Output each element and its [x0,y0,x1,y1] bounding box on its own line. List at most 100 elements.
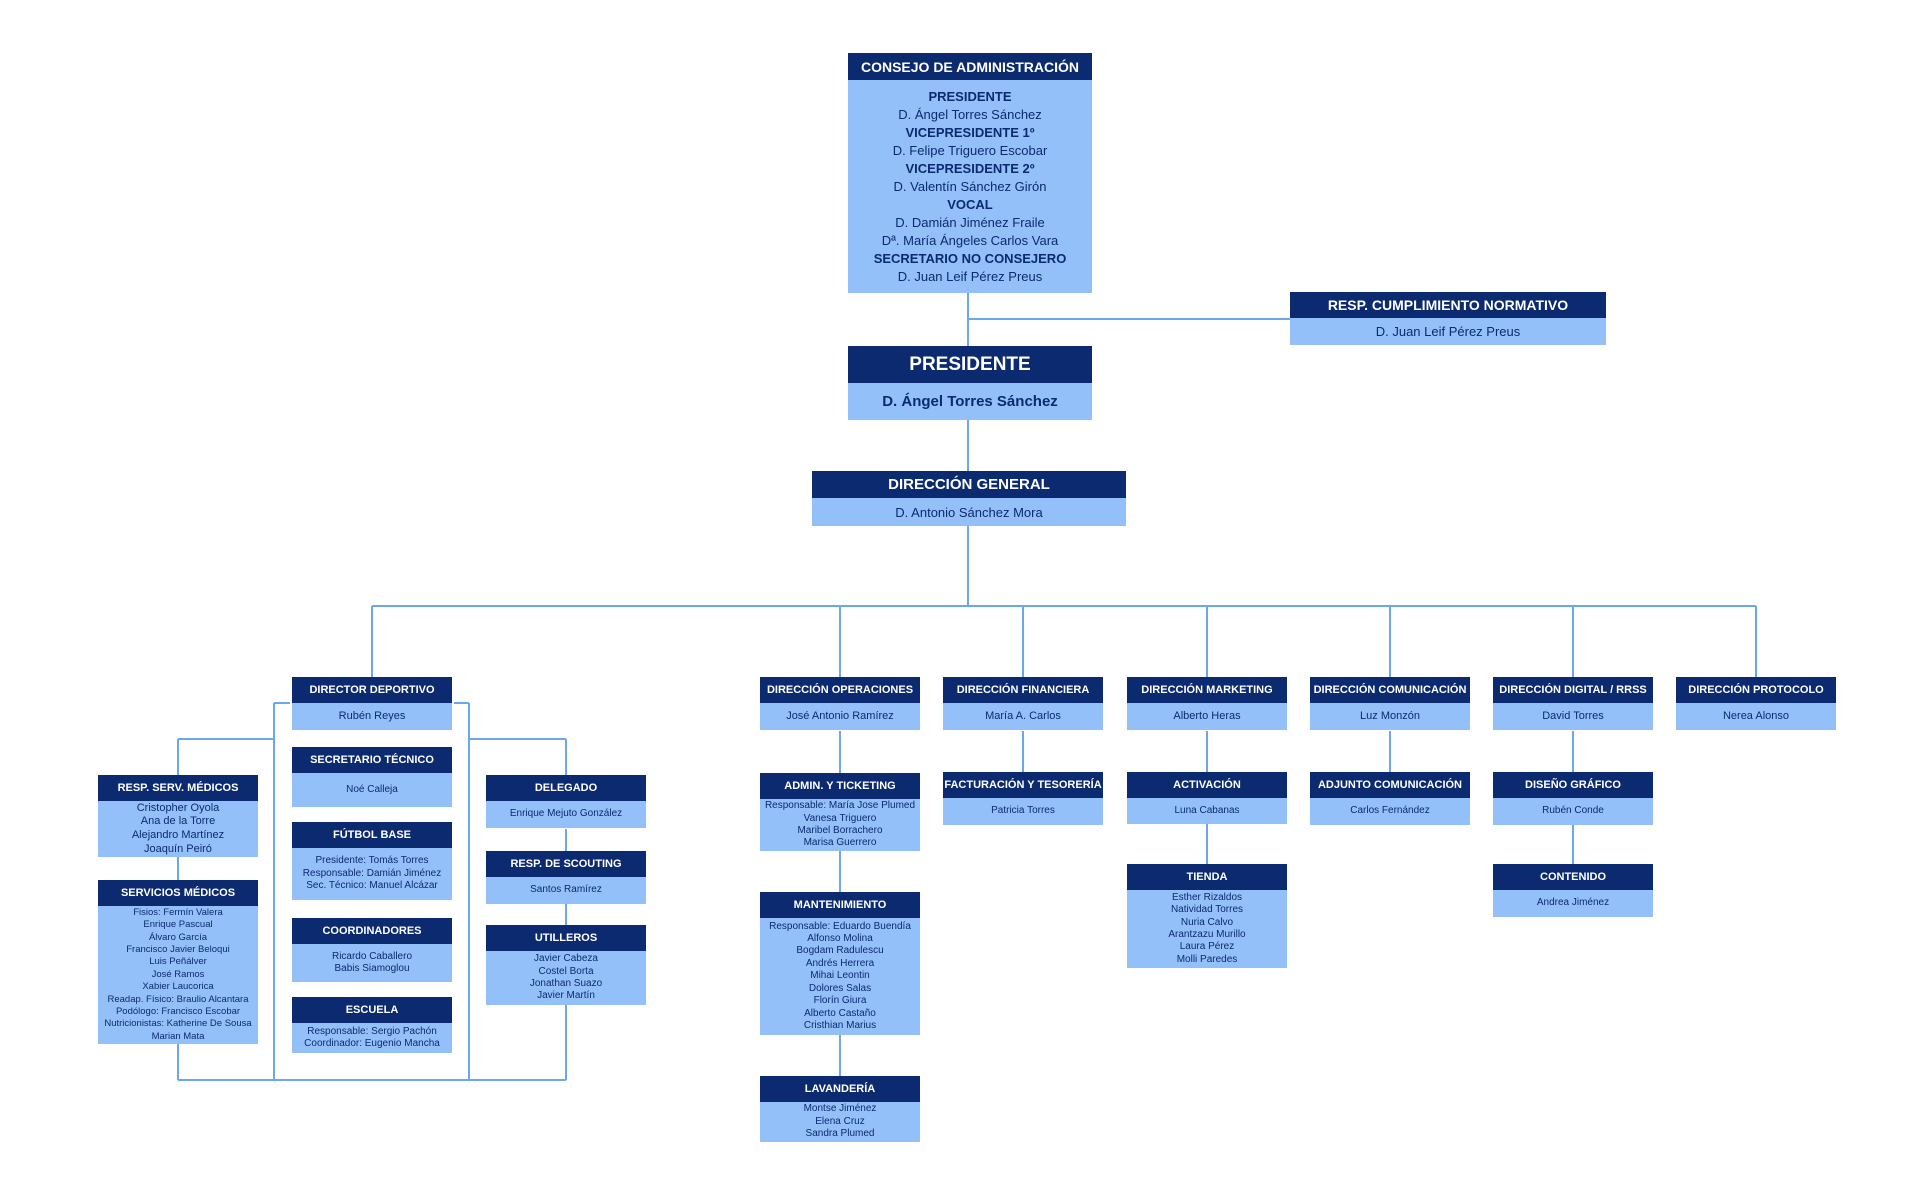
person-name: Xabier Laucorica [142,981,214,993]
direccion-general-title: DIRECCIÓN GENERAL [812,471,1126,498]
activacion-box: ACTIVACIÓN Luna Cabanas [1127,772,1287,824]
person-name: Marian Mata [151,1030,205,1042]
consejo-box: CONSEJO DE ADMINISTRACIÓN PRESIDENTE D. … [848,53,1092,293]
person-name: Sec. Técnico: Manuel Alcázar [306,880,438,892]
presidente-title: PRESIDENTE [848,346,1092,383]
scouting-box: RESP. DE SCOUTING Santos Ramírez [486,851,646,904]
box-title: SECRETARIO TÉCNICO [292,747,452,773]
box-body: Responsable: María Jose Plumed Vanesa Tr… [760,799,920,851]
escuela-box: ESCUELA Responsable: Sergio Pachón Coord… [292,997,452,1053]
person-name: María A. Carlos [985,710,1061,723]
person-name: Molli Paredes [1176,953,1238,965]
box-body: Luna Cabanas [1127,798,1287,824]
person-name: Andrés Herrera [805,957,875,969]
director-deportivo-box: DIRECTOR DEPORTIVO Rubén Reyes [292,677,452,730]
cumplimiento-box: RESP. CUMPLIMIENTO NORMATIVO D. Juan Lei… [1290,292,1606,345]
box-title: DIRECCIÓN MARKETING [1127,677,1287,703]
person-name: Presidente: Tomás Torres [315,855,429,867]
presidente-name-cell: D. Ángel Torres Sánchez [848,383,1092,420]
box-title: SERVICIOS MÉDICOS [98,880,258,906]
consejo-members: PRESIDENTE D. Ángel Torres Sánchez VICEP… [848,80,1092,293]
person-name: Vanesa Triguero [803,812,877,824]
presidente-name: D. Ángel Torres Sánchez [882,393,1058,410]
box-title: UTILLEROS [486,925,646,951]
person-name: Cristopher Oyola [136,801,220,814]
cumplimiento-name: D. Juan Leif Pérez Preus [1290,318,1606,345]
person-name: Responsable: Damián Jiménez [302,867,442,879]
box-title: DELEGADO [486,775,646,801]
direccion-general-name: D. Antonio Sánchez Mora [895,504,1043,520]
consejo-role: VICEPRESIDENTE 2º [905,160,1035,176]
box-body: Cristopher Oyola Ana de la Torre Alejand… [98,801,258,857]
consejo-name: D. Ángel Torres Sánchez [898,106,1042,122]
person-name: Montse Jiménez [803,1103,877,1115]
person-name: José Ramos [151,968,205,980]
person-name: Sandra Plumed [805,1128,875,1140]
person-name: Enrique Mejuto González [509,808,623,820]
person-name: Maribel Borrachero [797,825,883,836]
futbol-base-box: FÚTBOL BASE Presidente: Tomás Torres Res… [292,822,452,900]
box-body: Enrique Mejuto González [486,801,646,828]
consejo-role: PRESIDENTE [928,88,1012,104]
person-name: Laura Pérez [1179,941,1235,953]
person-name: Álvaro García [148,931,208,943]
box-body: Carlos Fernández [1310,798,1470,825]
box-title: DIRECCIÓN FINANCIERA [943,677,1103,703]
mantenimiento-box: MANTENIMIENTO Responsable: Eduardo Buend… [760,892,920,1035]
box-body: Andrea Jiménez [1493,890,1653,917]
consejo-role: VICEPRESIDENTE 1º [905,124,1035,140]
person-name: Bogdam Radulescu [796,945,884,957]
person-name: Responsable: Sergio Pachón [307,1025,437,1037]
box-title: CONTENIDO [1493,864,1653,890]
box-title: ADMIN. Y TICKETING [760,773,920,799]
box-title: ACTIVACIÓN [1127,772,1287,798]
direccion-protocolo-box: DIRECCIÓN PROTOCOLO Nerea Alonso [1676,677,1836,730]
person-name: Jonathan Suazo [529,978,603,989]
box-title: RESP. SERV. MÉDICOS [98,775,258,801]
person-name: Fisios: Fermín Valera [133,906,223,918]
person-name: Alberto Castaño [804,1007,876,1019]
adjunto-comunicacion-box: ADJUNTO COMUNICACIÓN Carlos Fernández [1310,772,1470,825]
person-name: Luz Monzón [1360,710,1420,723]
box-title: DIRECCIÓN COMUNICACIÓN [1310,677,1470,703]
ticketing-box: ADMIN. Y TICKETING Responsable: María Jo… [760,773,920,851]
tienda-box: TIENDA Esther Rizaldos Natividad Torres … [1127,864,1287,968]
presidente-box: PRESIDENTE D. Ángel Torres Sánchez [848,346,1092,420]
person-name: Responsable: María Jose Plumed [764,800,916,812]
consejo-role: VOCAL [947,196,993,212]
box-title: DIRECCIÓN DIGITAL / RRSS [1493,677,1653,703]
box-body: Rubén Reyes [292,703,452,730]
box-title: DIRECCIÓN OPERACIONES [760,677,920,703]
person-name: Readap. Físico: Braulio Alcantara [107,993,249,1005]
secretario-tecnico-box: SECRETARIO TÉCNICO Noé Calleja [292,747,452,807]
box-body: Montse Jiménez Elena Cruz Sandra Plumed [760,1102,920,1142]
lavanderia-box: LAVANDERÍA Montse Jiménez Elena Cruz San… [760,1076,920,1142]
person-name: Costel Borta [538,965,594,977]
person-name: Luis Peñálver [149,956,207,968]
person-name: Podólogo: Francisco Escobar [115,1006,241,1018]
tesoreria-box: FACTURACIÓN Y TESORERÍA Patricia Torres [943,772,1103,825]
person-name: Nuria Calvo [1180,916,1234,928]
person-name: Ricardo Caballero [331,950,413,962]
person-name: Alberto Heras [1173,710,1241,723]
box-title: DIRECCIÓN PROTOCOLO [1676,677,1836,703]
person-name: Joaquín Peiró [144,842,212,855]
box-body: Fisios: Fermín Valera Enrique Pascual Ál… [98,906,258,1044]
direccion-digital-box: DIRECCIÓN DIGITAL / RRSS David Torres [1493,677,1653,730]
box-title: ADJUNTO COMUNICACIÓN [1310,772,1470,798]
box-title: DISEÑO GRÁFICO [1493,772,1653,798]
box-body: María A. Carlos [943,703,1103,730]
person-name: Santos Ramírez [530,884,602,896]
resp-serv-medicos-box: RESP. SERV. MÉDICOS Cristopher Oyola Ana… [98,775,258,857]
direccion-general-name-cell: D. Antonio Sánchez Mora [812,498,1126,526]
box-title: LAVANDERÍA [760,1076,920,1102]
person-name: Babis Siamoglou [334,963,410,974]
person-name: Responsable: Eduardo Buendía [769,920,911,932]
person-name: Coordinador: Eugenio Mancha [304,1038,440,1049]
box-title: MANTENIMIENTO [760,892,920,918]
person-name: Marisa Guerrero [803,837,877,849]
box-body: Responsable: Sergio Pachón Coordinador: … [292,1023,452,1053]
person-name: Javier Cabeza [534,953,598,965]
person-name: Francisco Javier Beloqui [126,943,230,955]
